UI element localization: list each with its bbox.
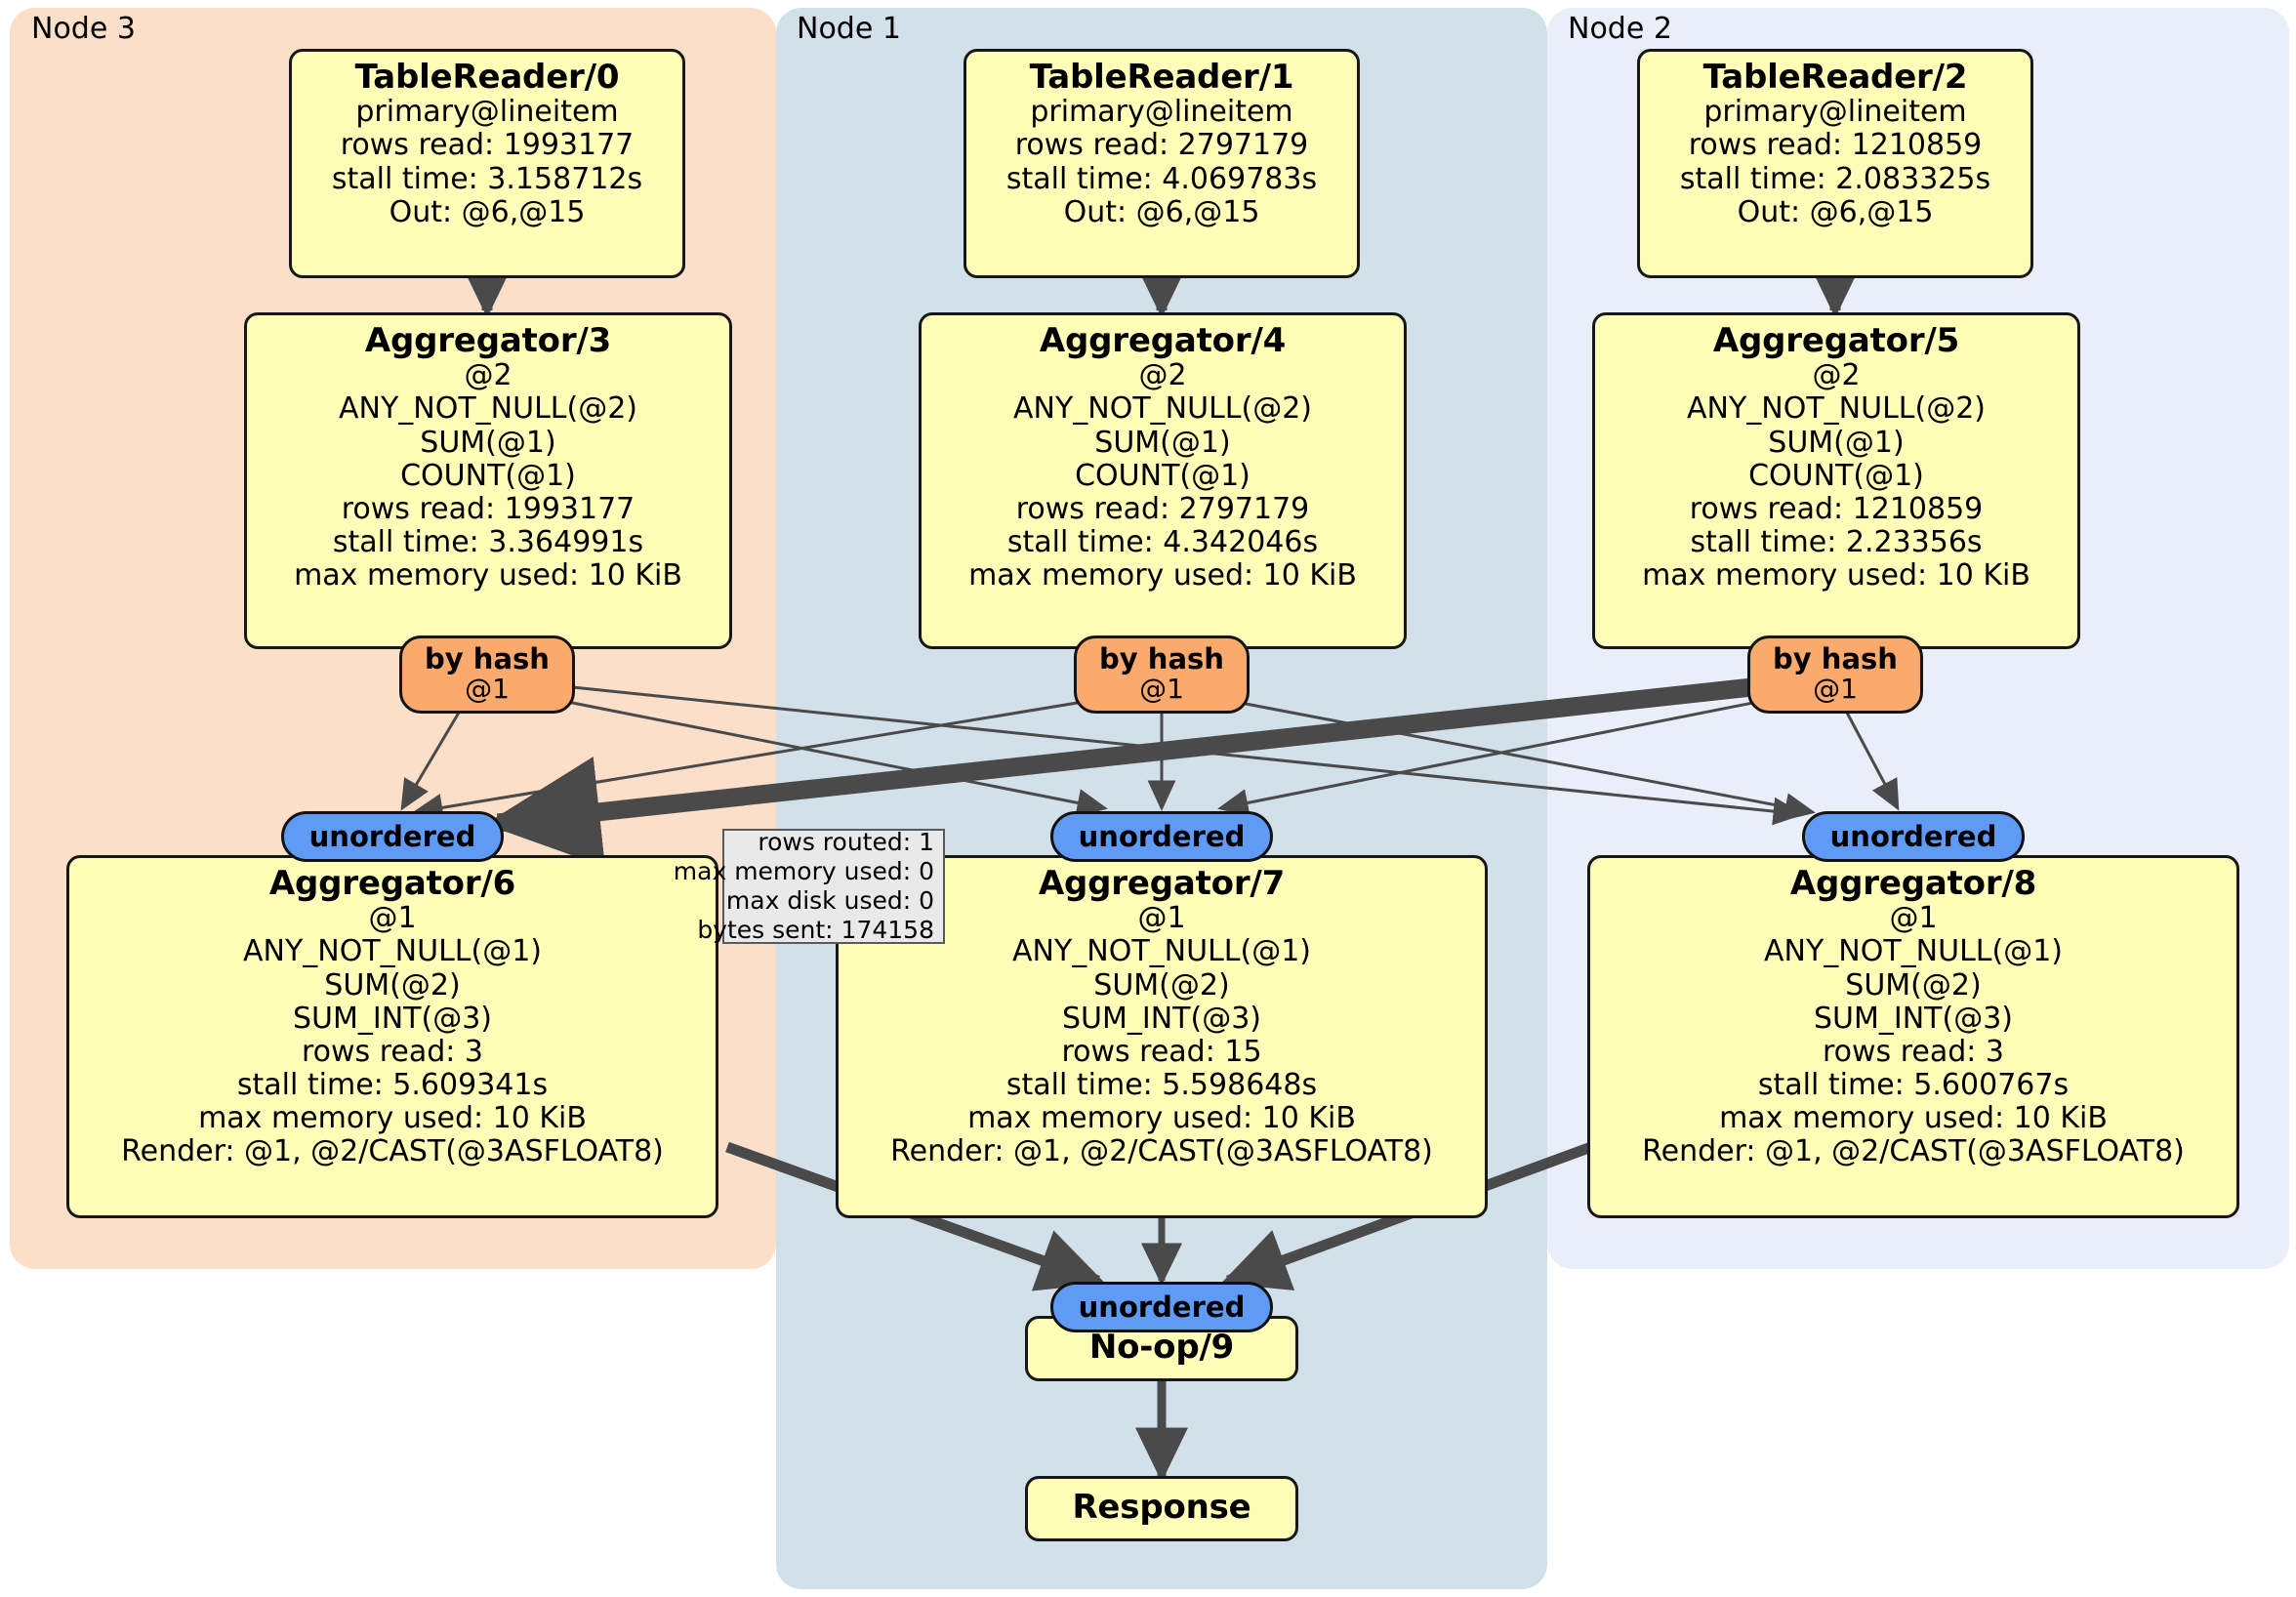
router-title: by hash bbox=[1099, 641, 1224, 676]
router-column: @1 bbox=[465, 673, 510, 706]
operator-title: Aggregator/8 bbox=[1789, 864, 2037, 903]
operator-tablereader-0[interactable]: TableReader/0 primary@lineitem rows read… bbox=[289, 49, 685, 278]
stats-rows-routed: rows routed: 1 bbox=[758, 827, 934, 856]
operator-detail: SUM(@1) bbox=[420, 425, 556, 460]
stats-max-disk-used: max disk used: 0 bbox=[725, 885, 934, 915]
operator-detail: stall time: 4.342046s bbox=[1006, 524, 1319, 559]
operator-detail: ANY_NOT_NULL(@1) bbox=[1012, 934, 1311, 969]
operator-detail: stall time: 5.598648s bbox=[1005, 1067, 1318, 1102]
operator-detail: Out: @6,@15 bbox=[1737, 194, 1934, 229]
operator-detail: stall time: 5.600767s bbox=[1757, 1067, 2070, 1102]
operator-detail: Out: @6,@15 bbox=[1063, 194, 1260, 229]
operator-detail: Render: @1, @2/CAST(@3ASFLOAT8) bbox=[121, 1133, 664, 1168]
synchronizer-unordered-node1[interactable]: unordered bbox=[1050, 811, 1273, 862]
operator-detail: @2 bbox=[464, 358, 512, 393]
operator-title: Aggregator/5 bbox=[1712, 321, 1960, 360]
operator-title: Aggregator/7 bbox=[1038, 864, 1286, 903]
operator-detail: SUM(@1) bbox=[1094, 425, 1231, 460]
operator-detail: SUM(@2) bbox=[1093, 967, 1230, 1003]
operator-detail: ANY_NOT_NULL(@2) bbox=[1013, 391, 1312, 427]
operator-detail: ANY_NOT_NULL(@2) bbox=[339, 391, 637, 427]
stats-max-memory-used: max memory used: 0 bbox=[673, 856, 934, 885]
operator-title: TableReader/2 bbox=[1702, 58, 1968, 97]
router-by-hash-node1[interactable]: by hash @1 bbox=[1074, 635, 1250, 714]
operator-tablereader-1[interactable]: TableReader/1 primary@lineitem rows read… bbox=[964, 49, 1360, 278]
operator-tablereader-2[interactable]: TableReader/2 primary@lineitem rows read… bbox=[1637, 49, 2033, 278]
router-title: by hash bbox=[1773, 641, 1898, 676]
operator-aggregator-5[interactable]: Aggregator/5 @2 ANY_NOT_NULL(@2) SUM(@1)… bbox=[1592, 312, 2080, 649]
operator-aggregator-4[interactable]: Aggregator/4 @2 ANY_NOT_NULL(@2) SUM(@1)… bbox=[919, 312, 1407, 649]
operator-detail: @2 bbox=[1812, 358, 1861, 393]
router-by-hash-node3[interactable]: by hash @1 bbox=[399, 635, 575, 714]
operator-detail: max memory used: 10 KiB bbox=[967, 1100, 1356, 1135]
operator-detail: max memory used: 10 KiB bbox=[1642, 557, 2030, 593]
operator-detail: max memory used: 10 KiB bbox=[968, 557, 1357, 593]
operator-aggregator-6[interactable]: Aggregator/6 @1 ANY_NOT_NULL(@1) SUM(@2)… bbox=[66, 855, 718, 1218]
operator-detail: rows read: 2797179 bbox=[1014, 128, 1309, 163]
operator-title: TableReader/0 bbox=[354, 58, 620, 97]
operator-detail: @1 bbox=[1889, 901, 1938, 936]
operator-detail: rows read: 1993177 bbox=[340, 128, 635, 163]
operator-detail: @1 bbox=[1137, 901, 1186, 936]
operator-detail: max memory used: 10 KiB bbox=[1719, 1100, 2108, 1135]
router-column: @1 bbox=[1813, 673, 1858, 706]
operator-detail: Render: @1, @2/CAST(@3ASFLOAT8) bbox=[890, 1133, 1433, 1168]
synchronizer-unordered-node2[interactable]: unordered bbox=[1802, 811, 2025, 862]
operator-detail: rows read: 2797179 bbox=[1015, 491, 1310, 526]
synchronizer-unordered-final[interactable]: unordered bbox=[1050, 1282, 1273, 1332]
operator-detail: Render: @1, @2/CAST(@3ASFLOAT8) bbox=[1642, 1133, 2185, 1168]
operator-detail: ANY_NOT_NULL(@1) bbox=[243, 934, 542, 969]
operator-detail: stall time: 2.083325s bbox=[1679, 161, 1991, 196]
cluster-label-node2: Node 2 bbox=[1568, 12, 1672, 46]
operator-detail: @1 bbox=[368, 901, 417, 936]
operator-detail: COUNT(@1) bbox=[400, 458, 576, 493]
operator-detail: SUM_INT(@3) bbox=[1062, 1001, 1261, 1036]
operator-detail: stall time: 3.364991s bbox=[332, 524, 644, 559]
operator-detail: SUM_INT(@3) bbox=[1814, 1001, 2013, 1036]
operator-aggregator-3[interactable]: Aggregator/3 @2 ANY_NOT_NULL(@2) SUM(@1)… bbox=[244, 312, 732, 649]
operator-title: Response bbox=[1072, 1487, 1251, 1527]
operator-detail: stall time: 3.158712s bbox=[331, 161, 643, 196]
operator-title: TableReader/1 bbox=[1029, 58, 1294, 97]
operator-detail: ANY_NOT_NULL(@1) bbox=[1764, 934, 2063, 969]
router-by-hash-node2[interactable]: by hash @1 bbox=[1747, 635, 1923, 714]
operator-detail: rows read: 1993177 bbox=[341, 491, 636, 526]
operator-detail: SUM(@1) bbox=[1768, 425, 1905, 460]
operator-detail: stall time: 4.069783s bbox=[1005, 161, 1318, 196]
operator-title: No-op/9 bbox=[1088, 1327, 1235, 1367]
operator-detail: stall time: 5.609341s bbox=[236, 1067, 549, 1102]
edge-stats-tooltip: rows routed: 1 max memory used: 0 max di… bbox=[674, 827, 945, 944]
operator-detail: COUNT(@1) bbox=[1748, 458, 1924, 493]
operator-detail: primary@lineitem bbox=[1703, 95, 1967, 130]
router-title: by hash bbox=[425, 641, 550, 676]
operator-detail: rows read: 1210859 bbox=[1688, 128, 1983, 163]
operator-detail: SUM(@2) bbox=[1845, 967, 1982, 1003]
operator-detail: stall time: 2.23356s bbox=[1690, 524, 1983, 559]
cluster-label-node3: Node 3 bbox=[31, 12, 136, 46]
operator-detail: SUM_INT(@3) bbox=[293, 1001, 492, 1036]
operator-detail: rows read: 15 bbox=[1061, 1034, 1262, 1069]
operator-detail: Out: @6,@15 bbox=[389, 194, 586, 229]
operator-detail: ANY_NOT_NULL(@2) bbox=[1687, 391, 1986, 427]
router-column: @1 bbox=[1139, 673, 1184, 706]
operator-aggregator-8[interactable]: Aggregator/8 @1 ANY_NOT_NULL(@1) SUM(@2)… bbox=[1587, 855, 2239, 1218]
operator-response[interactable]: Response bbox=[1025, 1476, 1298, 1541]
operator-title: Aggregator/6 bbox=[268, 864, 516, 903]
operator-detail: rows read: 1210859 bbox=[1689, 491, 1984, 526]
cluster-label-node1: Node 1 bbox=[797, 12, 901, 46]
operator-detail: rows read: 3 bbox=[1822, 1034, 2005, 1069]
stats-bytes-sent: bytes sent: 174158 bbox=[697, 915, 934, 944]
operator-detail: @2 bbox=[1138, 358, 1187, 393]
operator-detail: SUM(@2) bbox=[324, 967, 461, 1003]
operator-title: Aggregator/3 bbox=[364, 321, 612, 360]
operator-detail: max memory used: 10 KiB bbox=[294, 557, 682, 593]
operator-title: Aggregator/4 bbox=[1039, 321, 1287, 360]
operator-detail: max memory used: 10 KiB bbox=[198, 1100, 587, 1135]
operator-detail: primary@lineitem bbox=[1030, 95, 1293, 130]
operator-detail: rows read: 3 bbox=[301, 1034, 484, 1069]
synchronizer-unordered-node3[interactable]: unordered bbox=[281, 811, 504, 862]
operator-detail: primary@lineitem bbox=[355, 95, 619, 130]
operator-detail: COUNT(@1) bbox=[1075, 458, 1250, 493]
